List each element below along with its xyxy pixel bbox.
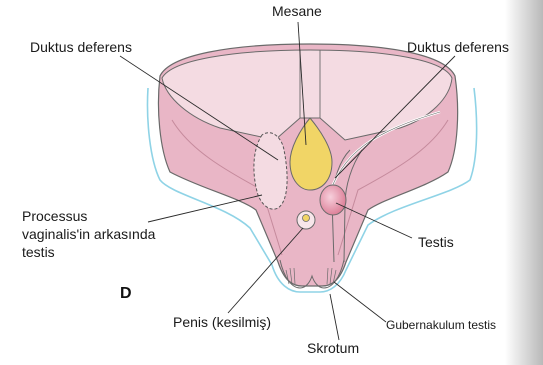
panel-letter: D <box>120 285 132 303</box>
leader-gubernakulum <box>334 282 386 322</box>
penis-urethra <box>303 215 310 222</box>
label-processus-line3: testis <box>22 244 55 261</box>
label-penis: Penis (kesilmiş) <box>173 314 271 331</box>
label-skrotum: Skrotum <box>307 340 359 357</box>
testis-shape <box>320 185 346 215</box>
label-processus-line1: Processus <box>22 208 87 225</box>
label-ductus-deferens-left: Duktus deferens <box>30 39 132 56</box>
leader-processus <box>148 195 262 222</box>
label-ductus-deferens-right: Duktus deferens <box>407 39 509 56</box>
label-gubernakulum: Gubernakulum testis <box>386 317 496 334</box>
label-processus-line2: vaginalis'in arkasında <box>22 226 155 243</box>
label-testis: Testis <box>418 234 454 251</box>
label-mesane: Mesane <box>272 3 322 20</box>
leader-skrotum <box>330 294 339 340</box>
page-edge-shadow <box>505 0 543 365</box>
